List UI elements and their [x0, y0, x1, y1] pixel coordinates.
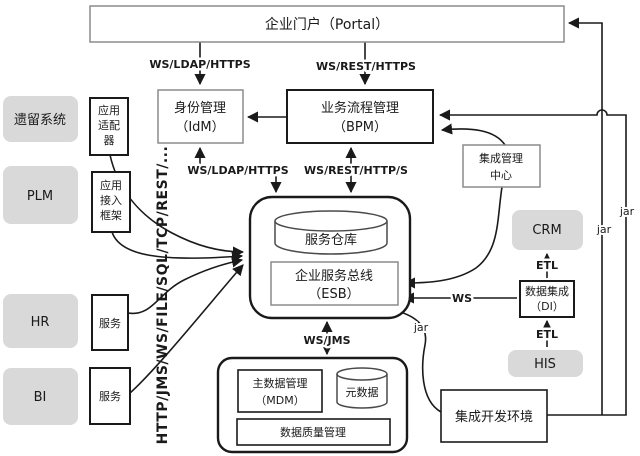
edge-label-portal-bpm: WS/REST/HTTPS: [316, 60, 416, 73]
edge-ide-jar-to-bpm: [438, 109, 627, 416]
bpm-label-line1: 业务流程管理: [321, 100, 399, 116]
access-framework-label-line1: 应用: [100, 178, 122, 192]
mdm-label-line1: 主数据管理: [253, 376, 308, 390]
bi-box: [3, 368, 78, 425]
esb-label-line1: 企业服务总线: [295, 268, 373, 284]
edge-label-jar-bus: jar: [413, 321, 429, 334]
edge-labels-layer: WS/LDAP/HTTPS WS/REST/HTTPS WS/LDAP/HTTP…: [147, 56, 637, 445]
plm-label: PLM: [27, 189, 53, 204]
idm-box: [157, 89, 244, 144]
crm-label: CRM: [532, 223, 561, 238]
legacy-system-box: [3, 96, 78, 142]
edge-label-jar-portal: jar: [596, 223, 612, 236]
edge-label-bus-mdm: WS/JMS: [303, 334, 350, 347]
access-framework-box: [91, 171, 131, 233]
data-quality-label: 数据质量管理: [280, 425, 346, 439]
edges-layer: [109, 17, 627, 416]
bi-service-label: 服务: [99, 390, 121, 403]
legacy-system-label: 遗留系统: [14, 113, 66, 128]
his-label: HIS: [534, 357, 556, 372]
ide-box: [440, 389, 548, 443]
esb-label-line2: （ESB）: [308, 287, 359, 302]
his-box: [508, 350, 583, 377]
mdm-box: [237, 369, 323, 413]
idm-label-line1: 身份管理: [174, 100, 226, 116]
edge-label-di-bus-ws: WS: [452, 292, 472, 305]
edge-label-jar-bpm: jar: [619, 205, 635, 218]
idm-label-line2: （IdM）: [175, 120, 224, 135]
access-framework-label-line2: 接入: [100, 194, 122, 207]
hr-service-label: 服务: [99, 317, 121, 330]
edge-label-portal-idm: WS/LDAP/HTTPS: [149, 58, 250, 71]
edge-hr-service-to-bus: [127, 256, 244, 315]
crm-box: [512, 210, 583, 250]
di-box: [519, 280, 575, 318]
bpm-box: [286, 89, 434, 144]
integration-center-label-line1: 集成管理: [479, 151, 523, 165]
di-label-line1: 数据集成: [525, 284, 569, 298]
data-quality-box: [236, 418, 391, 446]
metadata-cylinder-top: [336, 367, 388, 381]
app-adapter-label-line2: 适配: [98, 119, 120, 132]
integration-center-box: [462, 144, 541, 188]
esb-box: [270, 261, 399, 306]
edge-label-bpm-bus: WS/REST/HTTP/S: [304, 164, 408, 177]
edge-framework-to-bus: [111, 231, 244, 263]
edge-label-di-crm-etl: ETL: [536, 259, 558, 272]
app-adapter-label-line3: 器: [104, 134, 115, 147]
service-repository-label: 服务仓库: [305, 232, 357, 248]
bi-service-box: [89, 367, 131, 425]
portal-label: 企业门户（Portal）: [265, 16, 389, 33]
edge-ide-jar-to-portal: [567, 17, 603, 415]
access-framework-label-line3: 框架: [100, 209, 122, 222]
mdm-label-line2: （MDM）: [255, 394, 304, 407]
ide-label: 集成开发环境: [455, 409, 533, 425]
edge-label-idm-bus: WS/LDAP/HTTPS: [187, 164, 288, 177]
hr-label: HR: [31, 315, 50, 330]
nodes-layer: 企业门户（Portal） 身份管理 （IdM） 业务流程管理 （BPM） 集成管…: [3, 5, 583, 454]
integration-center-label-line2: 中心: [490, 169, 512, 182]
edge-integration-center-to-bpm: [440, 123, 506, 146]
portal-box: [89, 5, 565, 43]
edge-integration-center-to-esb: [403, 186, 503, 289]
metadata-cylinder: [336, 374, 388, 409]
hr-box: [3, 294, 78, 348]
left-protocols-vertical-label: HTTP/JMS/WS/FILE/SQL/TCP/REST/...: [155, 146, 171, 445]
plm-box: [3, 166, 78, 224]
bi-label: BI: [34, 390, 47, 405]
edge-bi-service-to-bus: [129, 264, 244, 394]
app-adapter-label-line1: 应用: [98, 103, 120, 117]
app-adapter-box: [89, 97, 129, 156]
edge-label-his-di-etl: ETL: [536, 328, 558, 341]
metadata-label: 元数据: [346, 385, 379, 399]
service-repository-cylinder-top: [274, 210, 388, 232]
di-label-line2: （DI）: [530, 300, 564, 313]
bpm-label-line2: （BPM）: [333, 120, 387, 135]
hr-service-box: [91, 294, 129, 351]
